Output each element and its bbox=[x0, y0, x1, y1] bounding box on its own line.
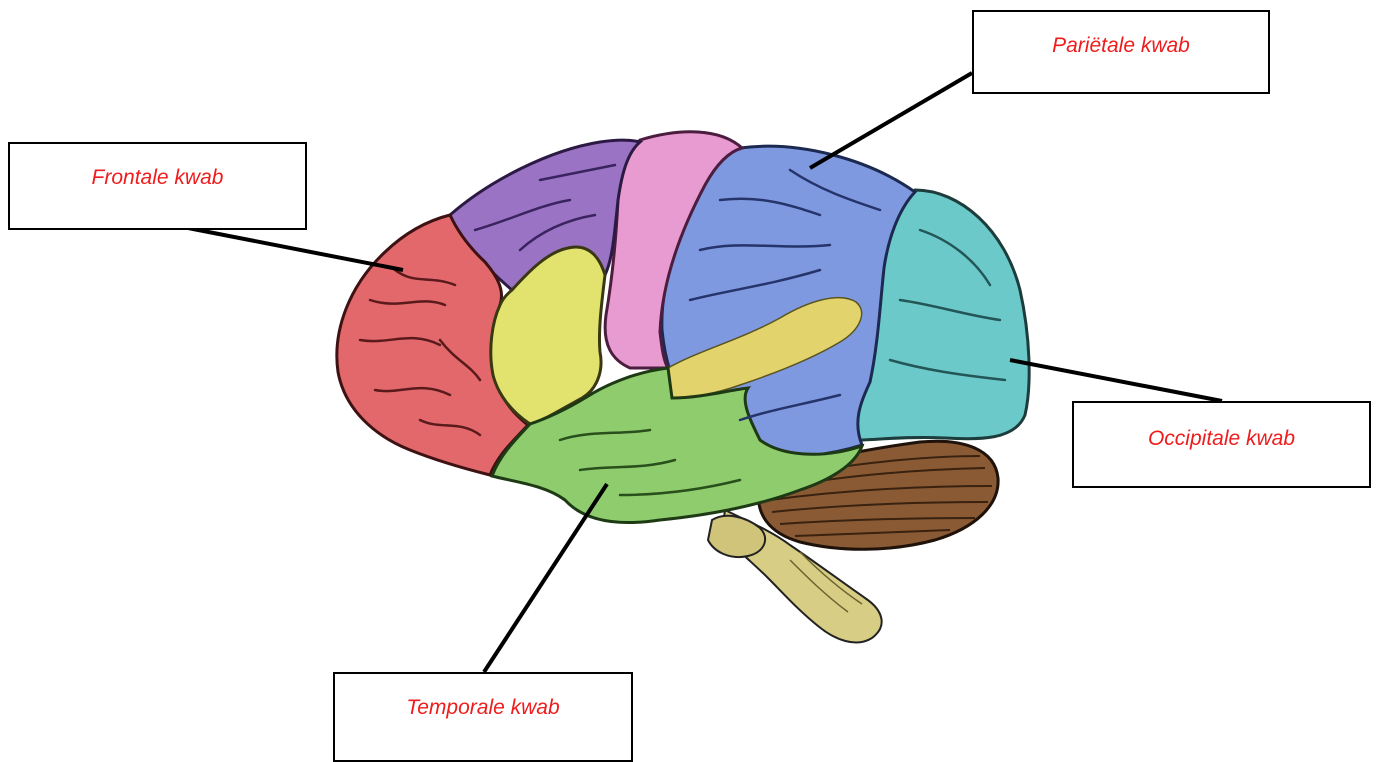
leader-line-occipital bbox=[1010, 360, 1222, 401]
label-box-temporal: Temporale kwab bbox=[333, 672, 633, 762]
label-occipital: Occipitale kwab bbox=[1148, 427, 1295, 486]
label-frontal: Frontale kwab bbox=[92, 166, 224, 228]
label-box-parietal: Pariëtale kwab bbox=[972, 10, 1270, 94]
label-parietal: Pariëtale kwab bbox=[1052, 34, 1190, 92]
leader-line-parietal bbox=[810, 73, 972, 168]
leader-line-temporal bbox=[484, 484, 607, 672]
label-box-occipital: Occipitale kwab bbox=[1072, 401, 1371, 488]
leader-line-frontal bbox=[188, 228, 403, 270]
label-box-frontal: Frontale kwab bbox=[8, 142, 307, 230]
label-temporal: Temporale kwab bbox=[406, 696, 559, 760]
